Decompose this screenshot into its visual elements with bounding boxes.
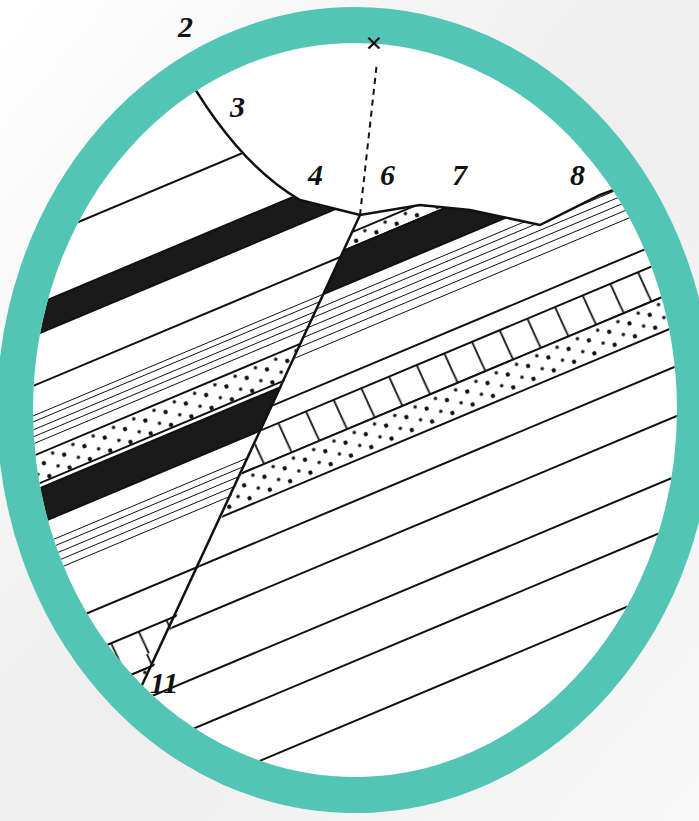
callout-number: 3 xyxy=(230,92,245,122)
callout-number: × xyxy=(365,28,382,58)
callout-number: 2 xyxy=(178,12,193,42)
callout-number: 4 xyxy=(308,160,323,190)
callout-number: 7 xyxy=(452,160,467,190)
callout-number: 6 xyxy=(380,160,395,190)
callout-number: 8 xyxy=(570,160,585,190)
callout-number: 11 xyxy=(150,668,178,698)
